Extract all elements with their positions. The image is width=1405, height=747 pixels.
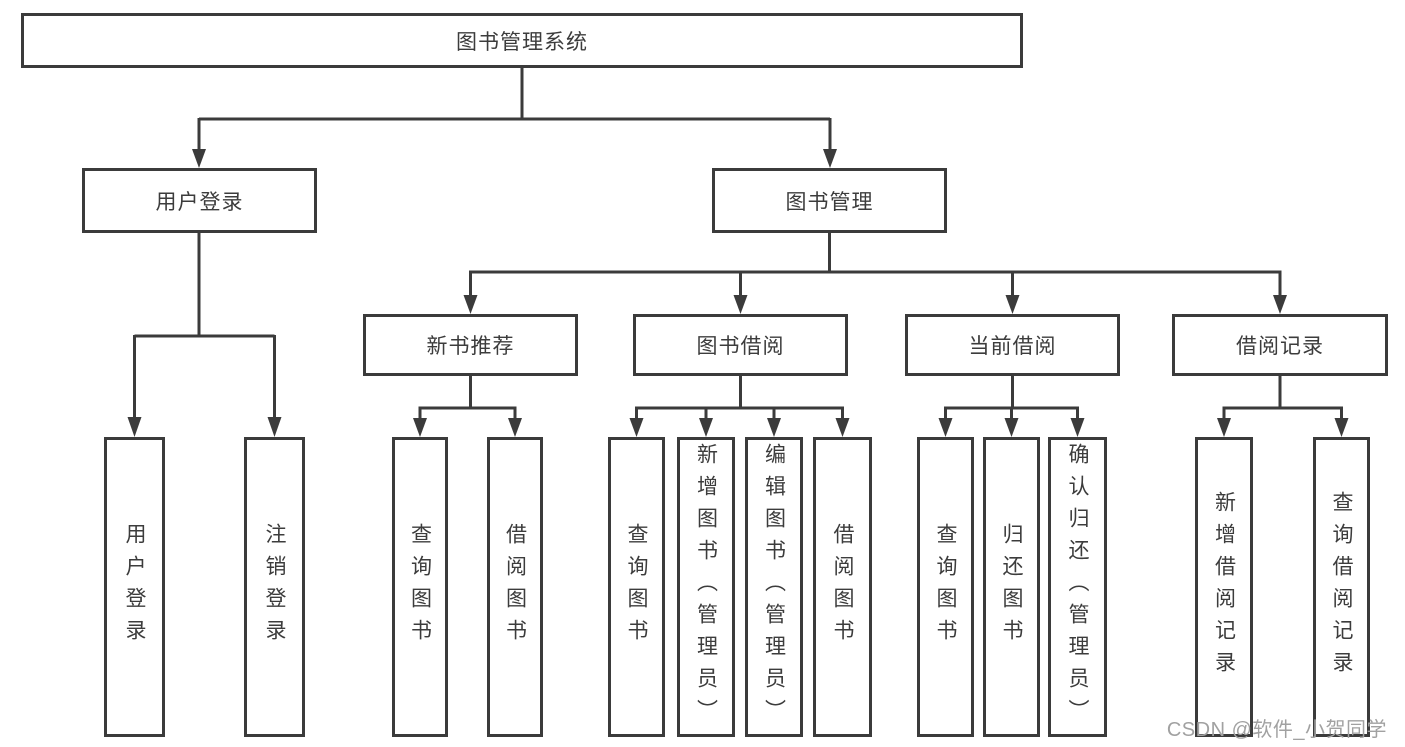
leaf-query-book-under-current-borrow: 查询图书 bbox=[917, 437, 974, 737]
leaf-add-borrow-record: 新增借阅记录 bbox=[1195, 437, 1253, 737]
leaf-query-book-under-new-book: 查询图书 bbox=[392, 437, 448, 737]
leaf-logout-login: 注销登录 bbox=[244, 437, 305, 737]
connector-book-management-to-level3 bbox=[463, 233, 1287, 314]
node-label: 新书推荐 bbox=[426, 335, 515, 358]
node-book-borrow: 图书借阅 bbox=[633, 314, 848, 376]
leaf-label: 查询图书 bbox=[625, 523, 648, 651]
csdn-watermark: CSDN @软件_小贺同学 bbox=[1166, 719, 1387, 741]
leaf-label: 查询图书 bbox=[934, 523, 957, 651]
connector-current-borrow-group bbox=[938, 376, 1085, 437]
node-label: 当前借阅 bbox=[968, 335, 1057, 358]
node-label: 借阅记录 bbox=[1236, 335, 1324, 358]
leaf-confirm-return-admin: 确认归还（管理员） bbox=[1048, 437, 1107, 737]
connector-user-login-group bbox=[127, 233, 282, 437]
leaf-return-book: 归还图书 bbox=[983, 437, 1040, 737]
node-borrow-record: 借阅记录 bbox=[1172, 314, 1388, 376]
node-user-login: 用户登录 bbox=[82, 168, 317, 233]
leaf-add-book-admin: 新增图书（管理员） bbox=[677, 437, 735, 737]
leaf-label: 用户登录 bbox=[123, 523, 146, 651]
node-label: 图书借阅 bbox=[696, 335, 785, 358]
node-current-borrow: 当前借阅 bbox=[905, 314, 1120, 376]
node-label: 图书管理系统 bbox=[456, 30, 588, 54]
node-new-book-recommend: 新书推荐 bbox=[363, 314, 578, 376]
connector-book-borrow-group bbox=[629, 376, 850, 437]
connector-borrow-record-group bbox=[1217, 376, 1349, 437]
leaf-edit-book-admin: 编辑图书（管理员） bbox=[745, 437, 803, 737]
leaf-label: 归还图书 bbox=[1000, 523, 1023, 651]
leaf-label: 查询图书 bbox=[408, 523, 432, 651]
leaf-query-book-under-book-borrow: 查询图书 bbox=[608, 437, 665, 737]
node-library-management-system: 图书管理系统 bbox=[21, 13, 1023, 68]
leaf-label: 借阅图书 bbox=[503, 523, 527, 651]
leaf-label: 借阅图书 bbox=[831, 523, 854, 651]
leaf-borrow-book-under-new-book: 借阅图书 bbox=[487, 437, 543, 737]
leaf-label: 注销登录 bbox=[263, 523, 286, 651]
node-label: 图书管理 bbox=[785, 190, 874, 214]
leaf-borrow-book-under-book-borrow: 借阅图书 bbox=[813, 437, 872, 737]
leaf-label: 编辑图书（管理员） bbox=[762, 443, 786, 731]
leaf-query-borrow-record: 查询借阅记录 bbox=[1313, 437, 1370, 737]
leaf-label: 确认归还（管理员） bbox=[1066, 443, 1089, 731]
leaf-label: 查询借阅记录 bbox=[1330, 491, 1353, 683]
node-book-management: 图书管理 bbox=[712, 168, 947, 233]
connector-root-to-level2 bbox=[192, 68, 837, 168]
node-label: 用户登录 bbox=[155, 190, 244, 214]
leaf-user-login: 用户登录 bbox=[104, 437, 165, 737]
leaf-label: 新增图书（管理员） bbox=[694, 443, 718, 731]
connector-new-book-group bbox=[413, 376, 522, 437]
leaf-label: 新增借阅记录 bbox=[1212, 491, 1236, 683]
